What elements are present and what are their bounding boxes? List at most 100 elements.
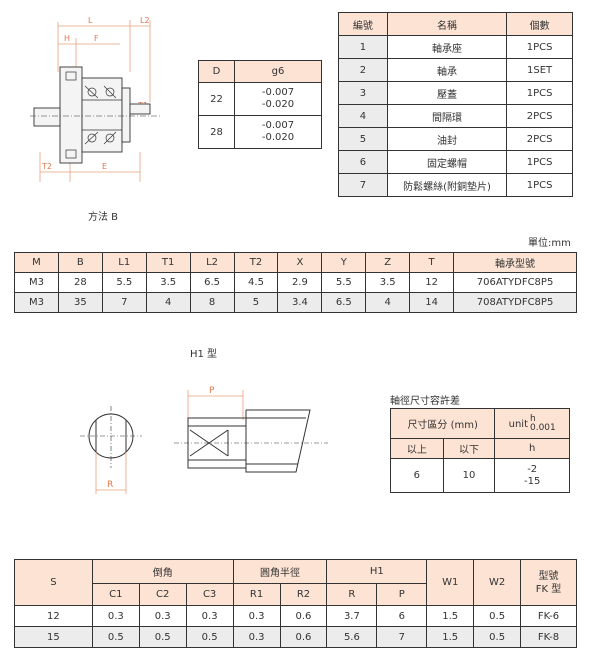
header-l2: L2: [189, 252, 235, 273]
cell-c2: 0.5: [138, 626, 187, 648]
header-y: Y: [321, 252, 367, 273]
part-qty: 1SET: [506, 58, 573, 82]
part-qty: 1PCS: [506, 81, 573, 105]
cell-r2: 0.6: [279, 626, 328, 648]
header-w2: W2: [473, 559, 522, 606]
cell-r2: 0.6: [279, 605, 328, 627]
header-z: Z: [365, 252, 411, 273]
d-g6-table: D g6 22 -0.007 -0.020 28 -0.007 -0.020: [198, 60, 323, 149]
header-h1: H1: [326, 559, 428, 584]
part-no: 1: [338, 35, 388, 59]
cell-c1: 0.3: [91, 605, 140, 627]
header-below: 以下: [442, 438, 496, 459]
table-row: 12 0.3 0.3 0.3 0.3 0.6 3.7 6 1.5 0.5 FK-…: [14, 605, 577, 627]
tolerance-title: 軸徑尺寸容許差: [390, 396, 460, 407]
cell-above: 6: [390, 458, 444, 493]
bearing-unit-drawing: L L2 H F T1 T2 E D: [30, 16, 160, 182]
part-no: 3: [338, 81, 388, 105]
cell-x: 3.4: [277, 292, 323, 313]
part-name: 軸承: [386, 58, 508, 82]
dim-f-label: F: [94, 34, 99, 43]
header-w1: W1: [426, 559, 475, 606]
cell-t: 14: [409, 292, 455, 313]
header-p: P: [376, 583, 428, 606]
cell-t: 12: [409, 272, 455, 293]
cell-p: 7: [376, 626, 428, 648]
cell-l1: 7: [101, 292, 147, 313]
cell-bearing-model: 706ATYDFC8P5: [453, 272, 577, 293]
cell-x: 2.9: [277, 272, 323, 293]
table-row: 28 -0.007 -0.020: [198, 115, 323, 149]
cell-model: FK-8: [520, 626, 577, 648]
part-name: 固定螺帽: [386, 150, 508, 174]
cell-c3: 0.5: [185, 626, 234, 648]
cell-c1: 0.5: [91, 626, 140, 648]
header-radius: 圓角半徑: [232, 559, 328, 584]
header-r: R: [326, 583, 378, 606]
header-g6: g6: [233, 60, 323, 83]
dim-p-label: P: [209, 386, 215, 396]
part-name: 軸承座: [386, 35, 508, 59]
header-b: B: [57, 252, 103, 273]
cell-r: 5.6: [326, 626, 378, 648]
g6-value: -0.007 -0.020: [233, 82, 323, 116]
cell-t2: 4.5: [233, 272, 279, 293]
cell-w1: 1.5: [426, 626, 475, 648]
cell-l2: 8: [189, 292, 235, 313]
header-chamfer: 倒角: [91, 559, 234, 584]
cell-w2: 0.5: [473, 626, 522, 648]
header-r2: R2: [279, 583, 328, 606]
cell-y: 5.5: [321, 272, 367, 293]
cell-r: 3.7: [326, 605, 378, 627]
header-model: 型號 FK 型: [520, 559, 577, 606]
cell-r1: 0.3: [232, 626, 281, 648]
cell-p: 6: [376, 605, 428, 627]
header-above: 以上: [390, 438, 444, 459]
part-name: 防鬆螺絲(附銅墊片): [386, 173, 508, 197]
part-no: 5: [338, 127, 388, 151]
cell-h: -2 -15: [494, 458, 570, 493]
dim-h-label: H: [64, 34, 70, 43]
cell-t1: 4: [145, 292, 191, 313]
h1-title: H1 型: [190, 349, 218, 360]
table-row: 22 -0.007 -0.020: [198, 82, 323, 116]
cell-model: FK-6: [520, 605, 577, 627]
header-model-line1: 型號: [538, 570, 559, 582]
part-no: 4: [338, 104, 388, 128]
header-s: S: [14, 559, 93, 606]
cell-m: M3: [14, 292, 59, 313]
cell-s: 15: [14, 626, 93, 648]
d-value: 22: [198, 82, 235, 116]
cell-l2: 6.5: [189, 272, 235, 293]
cell-t2: 5: [233, 292, 279, 313]
cell-l1: 5.5: [101, 272, 147, 293]
cell-r1: 0.3: [232, 605, 281, 627]
cell-w1: 1.5: [426, 605, 475, 627]
header-t2: T2: [233, 252, 279, 273]
cell-y: 6.5: [321, 292, 367, 313]
part-qty: 2PCS: [506, 104, 573, 128]
cell-below: 10: [442, 458, 496, 493]
header-c1: C1: [91, 583, 140, 606]
table-row: 15 0.5 0.5 0.5 0.3 0.6 5.6 7 1.5 0.5 FK-…: [14, 626, 577, 648]
cell-m: M3: [14, 272, 59, 293]
h-upper: -2: [527, 463, 538, 475]
cell-b: 28: [57, 272, 103, 293]
cell-z: 4: [365, 292, 411, 313]
dim-e-label: E: [102, 162, 107, 171]
header-name: 名稱: [386, 12, 508, 36]
header-bearing-model: 軸承型號: [453, 252, 577, 273]
cell-b: 35: [57, 292, 103, 313]
part-name: 間隔環: [386, 104, 508, 128]
header-h: h: [494, 438, 570, 459]
part-qty: 1PCS: [506, 150, 573, 174]
method-caption: 方法 B: [88, 212, 119, 223]
cell-bearing-model: 708ATYDFC8P5: [453, 292, 577, 313]
